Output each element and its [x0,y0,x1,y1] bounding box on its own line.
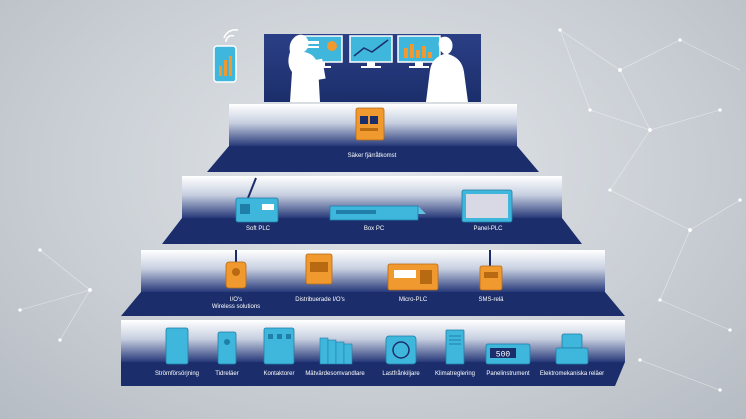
pyramid-tier-2 [162,176,582,244]
network-background [18,28,742,392]
power-supply-icon [165,327,189,365]
label-distributed-io: Distribuerade I/O's [295,297,345,303]
person-silhouette [426,36,468,102]
pyramid-tier-1 [207,104,539,172]
distributed-io-icon [305,253,333,285]
label-contactors: Kontaktorer [263,371,295,377]
pyramid-top-tier [213,28,481,102]
climate-control-icon [445,329,465,365]
smartphone-icon [213,45,237,83]
micro-plc-icon [387,263,439,291]
wifi-icon [223,28,239,43]
monitor-icon [349,35,393,68]
label-time-relays: Tidreläer [215,371,239,377]
contactor-icon [263,327,295,365]
panel-plc-icon [461,189,513,223]
label-load-disconnectors: Lastfrånkiljare [382,371,420,377]
sms-relay-icon [479,250,503,291]
label-box-pc: Box PC [363,226,385,232]
label-sms-relay: SMS-relä [478,297,504,303]
pyramid-tier-4: 500 [121,320,625,386]
label-signal-converters: Mätvärdesomvandlare [305,371,365,377]
label-secure-remote-access: Säker fjärråtkomst [347,153,397,159]
label-soft-plc: Soft PLC [245,226,271,232]
label-wireless-solutions: Wireless solutions [211,304,261,310]
router-device-icon [355,107,385,141]
wireless-io-icon [225,250,247,289]
panel-instrument-readout: 500 [496,351,511,360]
label-micro-plc: Micro-PLC [398,297,428,303]
label-electromechanical-relays: Elektromekaniska reläer [539,371,605,377]
load-disconnector-icon [385,335,417,365]
label-power-supply: Strömförsörjning [154,371,200,377]
label-panel-instruments: Panelinstrument [486,371,530,377]
time-relay-icon [217,331,237,365]
label-panel-plc: Panel-PLC [473,226,503,232]
signal-converter-icon [319,337,353,365]
label-climate-control: Klimatreglering [434,371,476,377]
clipboard-icon [306,58,326,82]
label-io: I/O's [229,297,243,303]
monitor-icon [397,35,441,68]
person-silhouette [288,34,320,102]
electromechanical-relay-icon [555,333,589,365]
soft-plc-icon [235,177,279,223]
pyramid-tier-3 [121,250,625,316]
box-pc-icon [329,205,426,221]
panel-instrument-icon: 500 [485,343,531,365]
